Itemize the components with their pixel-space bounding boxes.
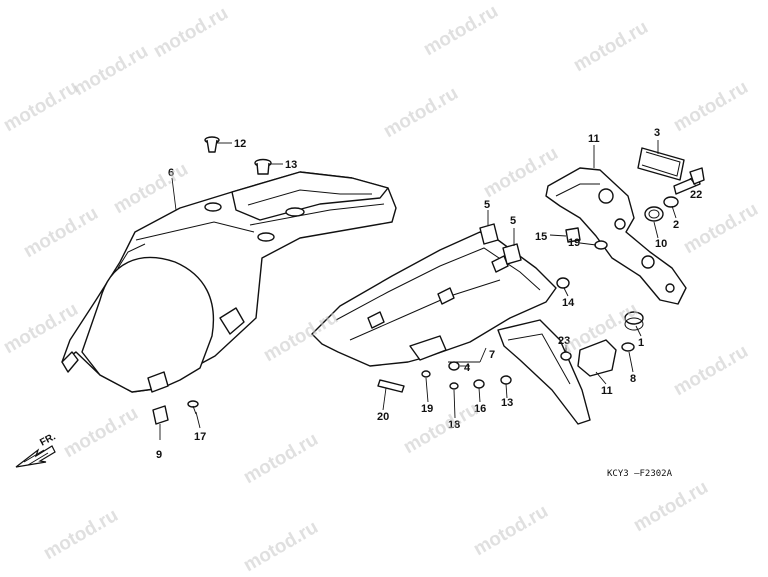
undertray-part-10: [311, 231, 591, 425]
diagram-code: KCY3 —F2302A: [607, 469, 673, 479]
clip-part-5b: [502, 243, 522, 265]
callout-10: 7: [489, 349, 495, 361]
front-label: FR.: [38, 431, 58, 448]
callout-19b: 18: [448, 419, 460, 431]
rear-fender-part-7: [61, 171, 397, 393]
callout-23: 23: [558, 335, 570, 347]
callout-5b: 5: [510, 215, 516, 227]
clip-part-9: [152, 405, 169, 425]
nut-part-16: [500, 375, 512, 385]
leader-lines: [159, 140, 697, 440]
callout-9: 9: [156, 449, 162, 461]
nut-part-14: [556, 277, 570, 289]
callout-1: 1: [638, 337, 644, 349]
bolt-part-21: [377, 379, 405, 393]
callout-20: 17: [194, 431, 206, 443]
callout-14: 14: [562, 297, 575, 309]
callout-6: 10: [655, 238, 667, 250]
bushing-part-8: [621, 342, 635, 352]
bracket-part-11: [545, 167, 687, 305]
nut-part-23: [560, 351, 572, 361]
callout-7: 6: [168, 167, 174, 179]
reflector-part-3: [637, 147, 685, 181]
collar-part-4: [448, 361, 460, 371]
callout-13b: 13: [285, 159, 297, 171]
clip-part-13a: [204, 136, 220, 153]
nut-part-17: [473, 379, 485, 389]
callout-12: 11: [601, 385, 613, 397]
callout-13a: 12: [234, 138, 246, 150]
bracket-part-12: [577, 339, 617, 377]
front-direction-indicator: FR.: [15, 431, 58, 468]
callout-3: 3: [654, 127, 660, 139]
callout-16: 13: [501, 397, 513, 409]
nut-part-2: [663, 196, 679, 208]
callout-5a: 5: [484, 199, 490, 211]
nut-part-19a: [421, 370, 431, 378]
callout-11: 11: [588, 133, 600, 145]
clip-part-5a: [479, 223, 499, 245]
clip-part-13b: [254, 158, 272, 175]
nut-part-19b: [449, 382, 459, 390]
cushion-part-1: [624, 311, 644, 331]
callout-22: 22: [690, 189, 702, 201]
callout-19a: 19: [421, 403, 433, 415]
callout-8: 8: [630, 373, 636, 385]
bolt-part-22: [673, 167, 705, 195]
callout-21: 20: [377, 411, 389, 423]
callout-2: 2: [673, 219, 679, 231]
washer-part-18: [594, 240, 608, 250]
grommet-part-6: [644, 206, 664, 222]
callout-17: 16: [474, 403, 486, 415]
callout-4: 4: [464, 362, 471, 374]
front-arrow-icon: [15, 445, 56, 468]
screw-part-20: [187, 400, 199, 415]
bolt-part-15: [565, 227, 581, 243]
callouts: 12 13 6 9 17 5 5 11 3 22 2 10 15 19 14 1…: [156, 127, 702, 461]
callout-18: 19: [568, 237, 580, 249]
callout-15: 15: [535, 231, 547, 243]
